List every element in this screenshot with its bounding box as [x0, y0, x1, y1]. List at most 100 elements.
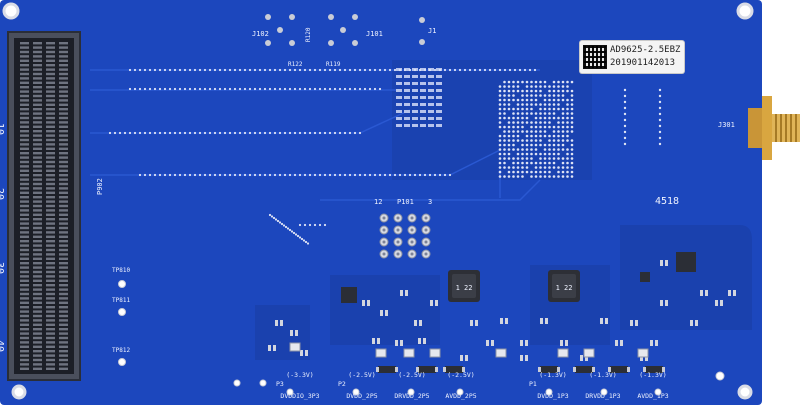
fmc-pin: [59, 165, 68, 168]
bga-via: [539, 157, 542, 160]
bga-via: [516, 89, 520, 93]
bga-via: [507, 152, 511, 156]
bga-via: [543, 116, 547, 120]
via: [208, 131, 212, 135]
via: [218, 131, 222, 135]
bga-via: [570, 161, 574, 165]
fmc-pin: [20, 46, 29, 49]
via: [168, 87, 172, 91]
bga-via: [525, 157, 529, 160]
mounting-hole: [11, 384, 27, 400]
bga-via: [561, 148, 565, 151]
bga-via: [570, 139, 574, 142]
fmc-pin: [33, 81, 42, 84]
via: [623, 112, 627, 116]
via: [433, 68, 437, 72]
fmc-pin-label: 20: [0, 188, 5, 200]
component-pad: [385, 310, 388, 316]
component-pad: [660, 260, 663, 266]
via: [443, 68, 447, 72]
decoupling-cap: [404, 82, 410, 85]
bga-via: [539, 125, 542, 129]
bga-via: [539, 103, 542, 106]
fmc-pin: [33, 341, 42, 344]
via: [323, 87, 327, 91]
via: [253, 173, 257, 177]
via: [303, 87, 307, 91]
via: [623, 88, 627, 92]
bga-via: [548, 170, 551, 174]
bga-via: [525, 103, 529, 106]
via: [658, 88, 662, 92]
via: [153, 87, 157, 91]
via: [158, 173, 162, 177]
fmc-pin: [46, 143, 55, 146]
fmc-pin: [59, 59, 68, 62]
fmc-pin: [33, 367, 42, 370]
via: [658, 100, 662, 104]
bga-via: [521, 139, 524, 142]
fmc-pin: [20, 301, 29, 304]
via: [323, 68, 327, 72]
fmc-pin: [33, 121, 42, 124]
rail-ref: P3: [276, 380, 284, 388]
bga-via: [548, 116, 551, 120]
bga-via: [498, 161, 502, 165]
via: [183, 87, 187, 91]
regulator-ic: [676, 252, 696, 272]
fmc-pin: [59, 297, 68, 300]
bga-via: [503, 103, 506, 106]
via: [283, 87, 287, 91]
fmc-pin: [20, 288, 29, 291]
via: [233, 68, 237, 72]
header-pin-hole: [396, 240, 400, 244]
fmc-pin: [20, 262, 29, 265]
via: [308, 173, 312, 177]
fmc-pin: [46, 226, 55, 230]
bga-via: [557, 103, 560, 106]
bga-via: [570, 121, 574, 124]
via: [188, 87, 192, 91]
via: [373, 87, 377, 91]
fmc-pin: [33, 50, 42, 54]
bga-via: [539, 152, 542, 156]
bga-via: [516, 112, 520, 115]
bga-via: [503, 94, 506, 97]
header-ref: P101: [397, 198, 414, 206]
bga-via: [525, 80, 529, 84]
bga-via: [521, 107, 524, 111]
fmc-pin: [46, 116, 55, 120]
bga-via: [525, 170, 529, 174]
bga-via: [552, 161, 556, 165]
bga-via: [507, 134, 511, 138]
component-pad: [367, 300, 370, 306]
fmc-pin: [33, 55, 42, 58]
via: [296, 234, 300, 238]
via: [270, 215, 274, 218]
via: [228, 131, 232, 135]
bga-via: [552, 143, 556, 147]
via: [208, 87, 212, 91]
via: [253, 131, 257, 135]
bga-via: [543, 134, 547, 138]
fmc-pin-label: 10: [0, 123, 5, 135]
via: [313, 68, 317, 72]
via: [223, 173, 227, 177]
via: [353, 131, 357, 135]
via: [223, 87, 227, 91]
component-pad: [362, 300, 365, 306]
rail-voltage: (-3.3V): [286, 371, 313, 379]
via: [148, 68, 152, 72]
decoupling-cap: [436, 124, 442, 127]
component-pad: [300, 350, 303, 356]
fmc-pin: [59, 103, 68, 106]
bga-via: [512, 85, 515, 88]
via: [378, 87, 382, 91]
fmc-pin: [46, 288, 55, 291]
decoupling-cap: [404, 96, 410, 99]
via: [223, 131, 227, 135]
component-pad: [665, 300, 668, 306]
via: [368, 173, 372, 177]
component-pad: [423, 338, 426, 344]
bga-via: [507, 94, 511, 97]
